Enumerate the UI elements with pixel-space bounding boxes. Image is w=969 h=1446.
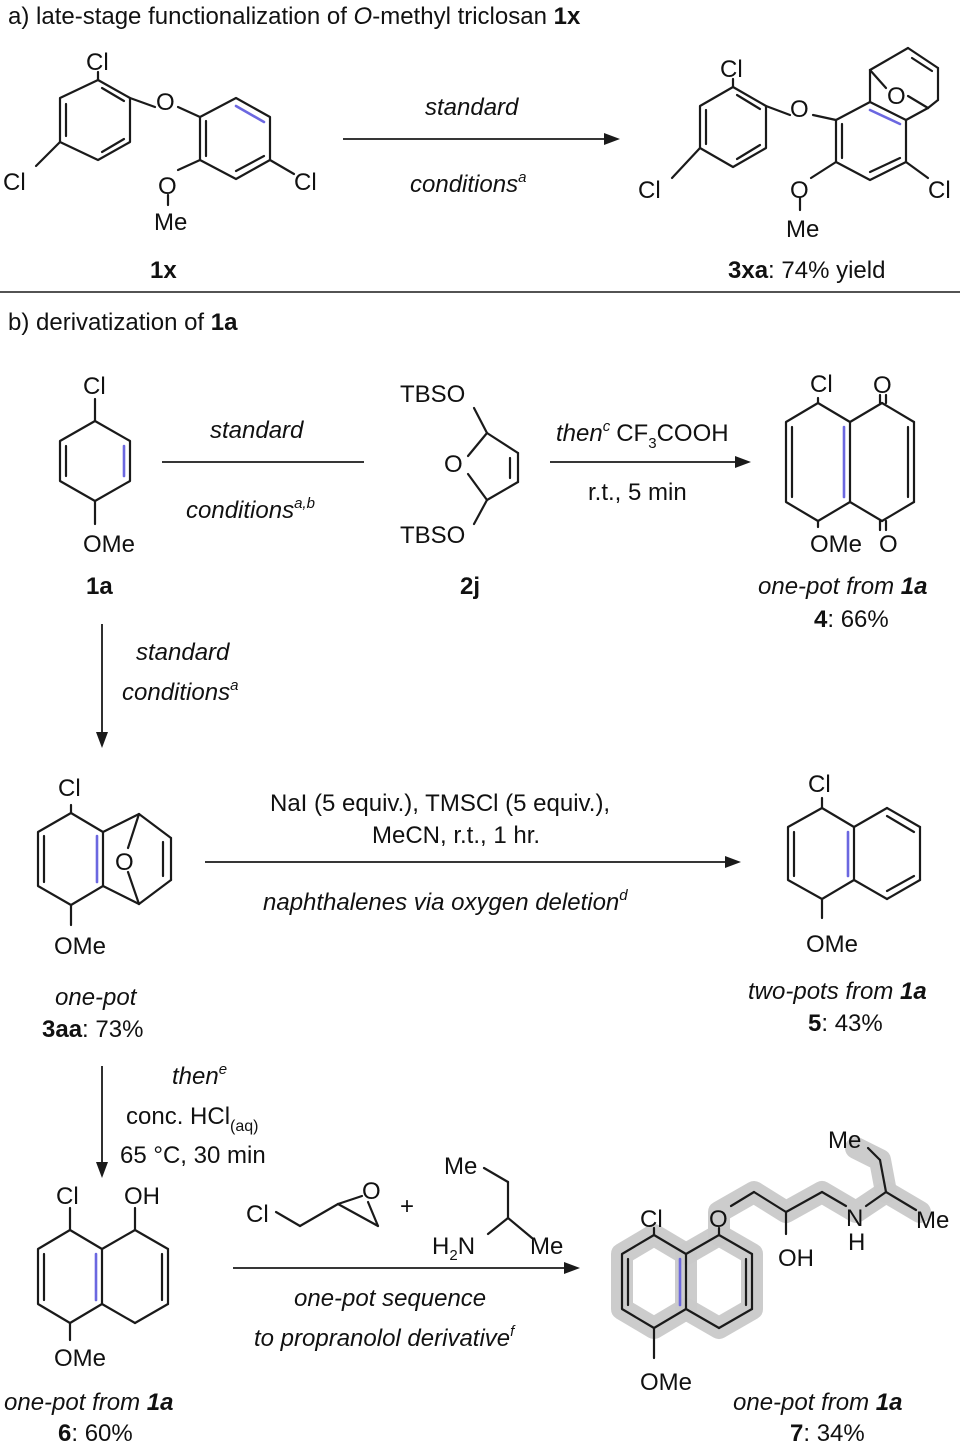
arrow2-bottom: r.t., 5 min	[588, 479, 687, 506]
structure-3aa: Cl O OMe	[36, 775, 173, 960]
atom-tbso: TBSO	[400, 381, 465, 408]
compound-label-6: 6: 60%	[58, 1420, 133, 1446]
arrow3-line1: NaI (5 equiv.), TMSCl (5 equiv.),	[270, 790, 610, 817]
compound-label-4: 4: 66%	[814, 606, 889, 633]
atom-ome: OMe	[640, 1369, 692, 1396]
atom-h: H	[848, 1229, 865, 1256]
atom-ome: OMe	[54, 1345, 106, 1372]
structure-7: Cl O OH N H Me Me OMe	[611, 1127, 949, 1396]
atom-me: Me	[916, 1207, 949, 1234]
arrow1-top: standard	[210, 417, 304, 444]
compound-label-1a: 1a	[86, 573, 113, 600]
atom-cl: Cl	[928, 177, 951, 204]
arrowhead	[735, 456, 751, 468]
atom-cl: Cl	[83, 373, 106, 400]
structure-3xa: Cl Cl O Cl O Me O	[638, 46, 951, 243]
section-b-title: b) derivatization of 1a	[8, 309, 238, 336]
arrow-a-top: standard	[425, 94, 519, 121]
structure-1a: Cl OMe	[58, 373, 135, 558]
atom-o: O	[362, 1178, 381, 1205]
atom-me: Me	[444, 1153, 477, 1180]
atom-cl: Cl	[638, 177, 661, 204]
arrowhead	[604, 133, 620, 145]
p7-caption: one-pot from 1a	[733, 1389, 902, 1416]
arrow3-line2: MeCN, r.t., 1 hr.	[372, 822, 540, 849]
atom-ome: OMe	[54, 933, 106, 960]
compound-label-3xa: 3xa: 74% yield	[728, 257, 885, 284]
atom-oh: OH	[778, 1245, 814, 1272]
atom-o: O	[879, 531, 898, 558]
down2-line3: 65 °C, 30 min	[120, 1142, 266, 1169]
atom-o: O	[709, 1206, 728, 1233]
atom-o: O	[887, 83, 906, 110]
atom-cl: Cl	[56, 1183, 79, 1210]
arrowhead	[725, 856, 741, 868]
compound-label-7: 7: 34%	[790, 1420, 865, 1446]
atom-cl: Cl	[3, 169, 26, 196]
down2-line2: conc. HCl(aq)	[126, 1103, 258, 1135]
atom-ome: OMe	[806, 931, 858, 958]
atom-me: Me	[786, 216, 819, 243]
atom-o: O	[156, 89, 175, 116]
atom-cl: Cl	[720, 56, 743, 83]
atom-o: O	[444, 451, 463, 478]
atom-cl: Cl	[58, 775, 81, 802]
structure-2j: TBSO O TBSO	[400, 381, 520, 549]
arrow4-line1: one-pot sequence	[294, 1285, 486, 1312]
p6-caption: one-pot from 1a	[4, 1389, 173, 1416]
p4-caption: one-pot from 1a	[758, 573, 927, 600]
down1-top: standard	[136, 639, 230, 666]
p3aa-caption: one-pot	[55, 984, 138, 1011]
atom-o: O	[790, 96, 809, 123]
atom-cl: Cl	[86, 49, 109, 76]
atom-n: N	[846, 1205, 863, 1232]
arrow3-bottom: naphthalenes via oxygen deletiond	[263, 887, 628, 916]
down1-bottom: conditionsa	[122, 677, 238, 706]
p5-caption: two-pots from 1a	[748, 978, 927, 1005]
compound-label-2j: 2j	[460, 573, 480, 600]
atom-o: O	[790, 177, 809, 204]
compound-label-5: 5: 43%	[808, 1010, 883, 1037]
atom-ome: OMe	[810, 531, 862, 558]
atom-me: Me	[154, 209, 187, 236]
structure-5: Cl OMe	[786, 771, 922, 958]
atom-tbso: TBSO	[400, 522, 465, 549]
structure-epichlorohydrin: Cl O	[246, 1178, 381, 1228]
structure-6: Cl OH OMe	[36, 1183, 170, 1372]
arrowhead	[96, 732, 108, 748]
atom-me: Me	[530, 1233, 563, 1260]
atom-o: O	[158, 173, 177, 200]
atom-cl: Cl	[246, 1201, 269, 1228]
structure-sec-butylamine: Me H2N Me	[432, 1153, 563, 1264]
atom-o: O	[115, 849, 134, 876]
atom-cl: Cl	[640, 1206, 663, 1233]
atom-cl: Cl	[294, 169, 317, 196]
compound-label-1x: 1x	[150, 257, 177, 284]
structure-1x: Cl Cl O Cl O Me	[3, 49, 317, 236]
atom-h2n: H2N	[432, 1233, 475, 1264]
atom-oh: OH	[124, 1183, 160, 1210]
structure-4: Cl O OMe O	[784, 371, 916, 558]
atom-ome: OMe	[83, 531, 135, 558]
arrowhead	[96, 1162, 108, 1178]
compound-label-3aa: 3aa: 73%	[42, 1016, 143, 1043]
arrowhead	[564, 1262, 580, 1274]
atom-cl: Cl	[808, 771, 831, 798]
atom-cl: Cl	[810, 371, 833, 398]
down2-then: thene	[172, 1061, 227, 1090]
arrow4-line2: to propranolol derivativef	[254, 1323, 516, 1352]
atom-o: O	[873, 372, 892, 399]
section-a-title: a) late-stage functionalization of O-met…	[8, 3, 581, 30]
arrow1-bottom: conditionsa,b	[186, 495, 315, 524]
atom-me: Me	[828, 1127, 861, 1154]
arrow-a-bottom: conditionsa	[410, 169, 526, 198]
plus-sign: +	[400, 1193, 414, 1220]
